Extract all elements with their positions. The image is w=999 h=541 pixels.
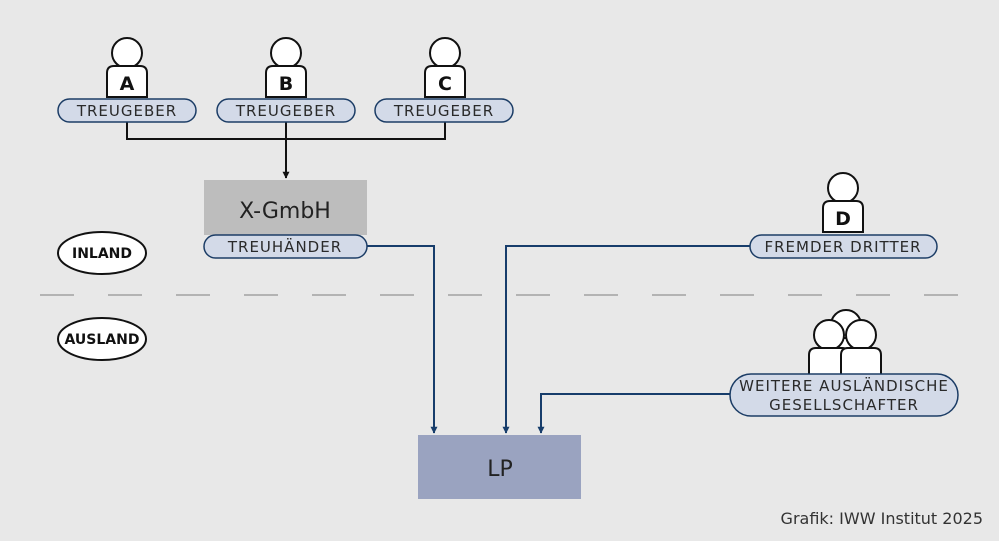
xgmbh-box bbox=[204, 180, 367, 235]
xgmbh-role: TREUHÄNDER bbox=[227, 237, 342, 256]
credit-text: Grafik: IWW Institut 2025 bbox=[781, 509, 983, 528]
ausland-label-text: AUSLAND bbox=[65, 332, 140, 348]
person-d: D FREMDER DRITTER bbox=[749, 172, 938, 259]
person-b-role: TREUGEBER bbox=[235, 102, 336, 120]
xgmbh-node: X-GmbH TREUHÄNDER bbox=[203, 180, 368, 259]
person-a-role: TREUGEBER bbox=[76, 102, 177, 120]
gesellschafter-label-line2: GESELLSCHAFTER bbox=[769, 396, 919, 414]
gesellschafter-group: WEITERE AUSLÄNDISCHE GESELLSCHAFTER bbox=[729, 309, 959, 417]
fremder-dritter-to-lp-arrow bbox=[502, 245, 750, 434]
person-a-letter: A bbox=[120, 73, 135, 95]
lp-node: LP bbox=[418, 435, 581, 499]
inland-label: INLAND bbox=[57, 231, 147, 275]
person-d-letter: D bbox=[835, 208, 851, 230]
lp-box bbox=[418, 435, 581, 499]
person-d-role: FREMDER DRITTER bbox=[764, 238, 921, 256]
person-c-letter: C bbox=[438, 73, 452, 95]
gesellschafter-label-line1: WEITERE AUSLÄNDISCHE bbox=[739, 376, 949, 395]
lp-name: LP bbox=[487, 457, 513, 482]
person-b: B TREUGEBER bbox=[216, 37, 356, 123]
person-c: C TREUGEBER bbox=[374, 37, 514, 123]
gesellschafter-to-lp-arrow bbox=[537, 393, 730, 434]
person-a: A TREUGEBER bbox=[57, 37, 197, 123]
person-c-role: TREUGEBER bbox=[393, 102, 494, 120]
xgmbh-name: X-GmbH bbox=[239, 199, 331, 224]
person-b-letter: B bbox=[279, 73, 293, 95]
inland-label-text: INLAND bbox=[72, 246, 132, 262]
xgmbh-to-lp-arrow bbox=[367, 245, 438, 434]
people-group-icon bbox=[808, 309, 882, 380]
ausland-label: AUSLAND bbox=[57, 317, 147, 361]
